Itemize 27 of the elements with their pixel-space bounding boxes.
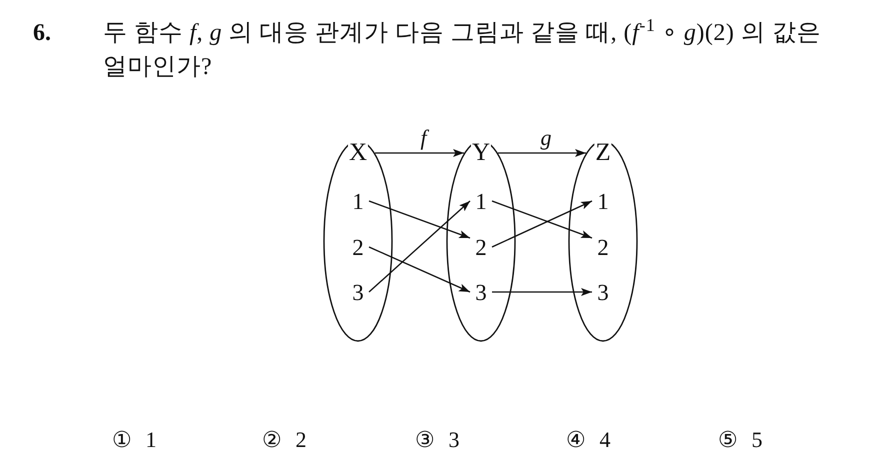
arrow bbox=[368, 200, 470, 239]
arrow bbox=[368, 246, 470, 293]
set-element: 2 bbox=[592, 233, 614, 261]
answer-choice: ③ 3 bbox=[415, 426, 460, 454]
set-element: 1 bbox=[592, 187, 614, 215]
arrow bbox=[492, 200, 592, 248]
arrow bbox=[492, 288, 592, 296]
set-element: 1 bbox=[347, 187, 369, 215]
set-element: 3 bbox=[592, 278, 614, 306]
set-ellipse bbox=[446, 140, 516, 342]
question-number: 6. bbox=[33, 19, 51, 48]
set-element: 2 bbox=[347, 233, 369, 261]
arrow bbox=[375, 149, 464, 157]
arrow bbox=[368, 200, 470, 292]
set-ellipse bbox=[323, 140, 393, 342]
arrow bbox=[498, 149, 586, 157]
answer-choice: ① 1 bbox=[112, 426, 156, 454]
question-text: 두 함수 f, g 의 대응 관계가 다음 그림과 같을 때, (f$^{-1}$ ∘ g)(2) 의 값은 얼마인가? bbox=[103, 16, 822, 82]
set-element: 3 bbox=[347, 278, 369, 306]
set-element: 3 bbox=[470, 278, 492, 306]
arrow bbox=[492, 200, 592, 239]
set-element: 2 bbox=[470, 233, 492, 261]
answer-choice: ④ 4 bbox=[566, 426, 610, 454]
set-ellipse bbox=[568, 140, 638, 342]
answer-choice: ⑤ 5 bbox=[718, 426, 762, 454]
set-element: 1 bbox=[470, 187, 492, 215]
answer-choice: ② 2 bbox=[262, 426, 306, 454]
